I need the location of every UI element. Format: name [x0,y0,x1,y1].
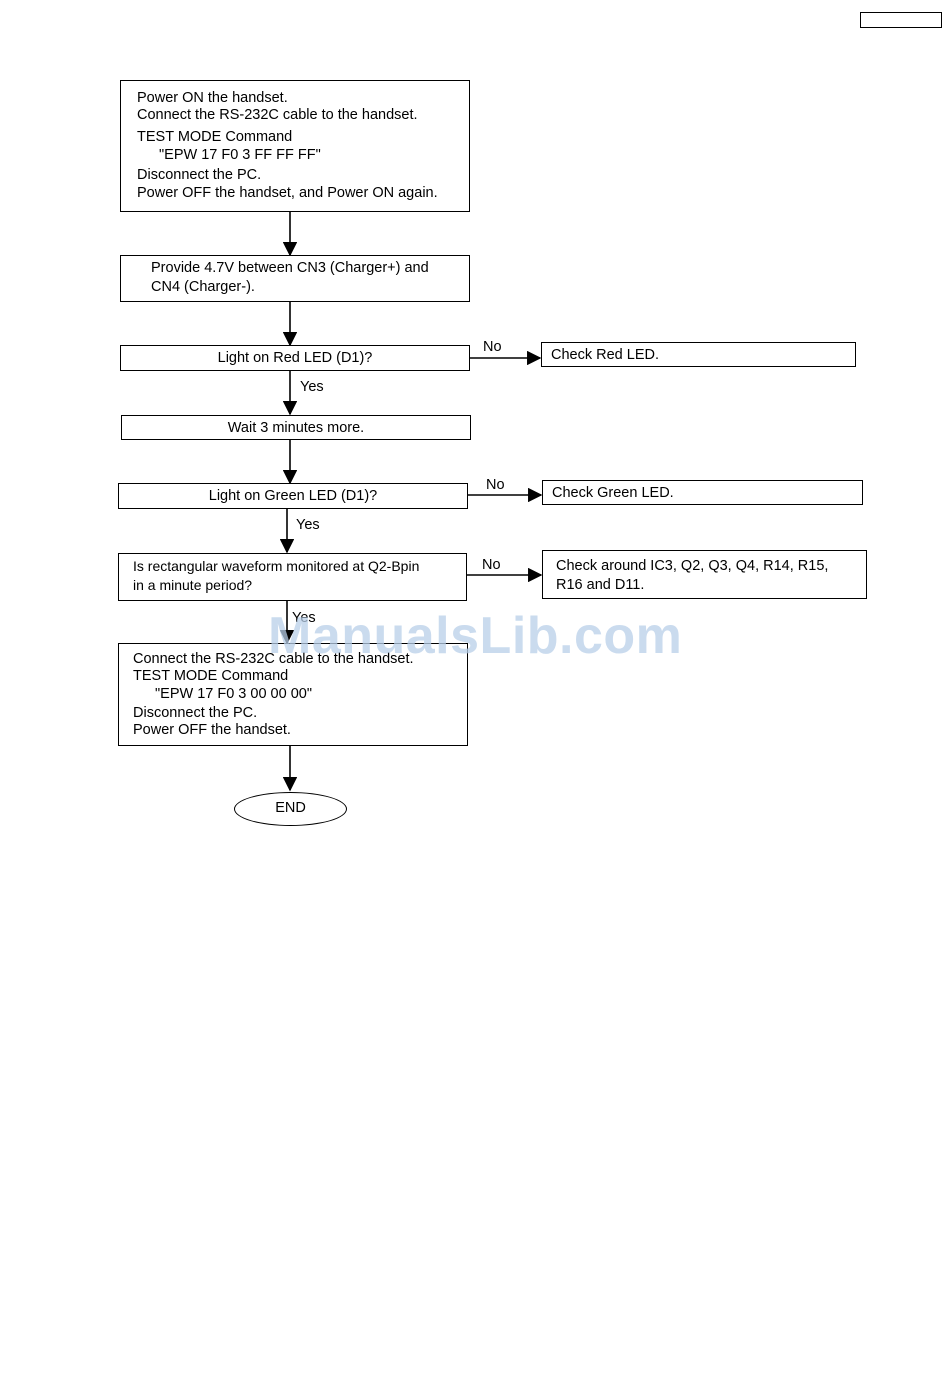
check-around-line-1: Check around IC3, Q2, Q3, Q4, R14, R15, [556,558,829,574]
step1-line-5: Disconnect the PC. [137,167,262,183]
decision-red-led-box: Light on Red LED (D1)? [120,345,470,371]
decision2-yes-label: Yes [296,517,320,533]
step1-line-1: Power ON the handset. [137,90,288,106]
check-around-box: Check around IC3, Q2, Q3, Q4, R14, R15, … [542,550,867,599]
check-red-text: Check Red LED. [551,347,659,363]
decision-green-led-box: Light on Green LED (D1)? [118,483,468,509]
decision3-line-1: Is rectangular waveform monitored at Q2-… [133,558,420,574]
check-red-led-box: Check Red LED. [541,342,856,367]
check-green-led-box: Check Green LED. [542,480,863,505]
step2-line-1: Provide 4.7V between CN3 (Charger+) and [151,260,429,276]
step4-line-4: Disconnect the PC. [133,705,258,721]
decision3-no-label: No [482,557,501,573]
step1-line-6: Power OFF the handset, and Power ON agai… [137,185,438,201]
end-terminal: END [234,792,347,826]
decision2-text: Light on Green LED (D1)? [208,488,378,504]
step4-line-2: TEST MODE Command [133,668,289,684]
decision3-line-2: in a minute period? [133,577,253,593]
step-provide-voltage-box: Provide 4.7V between CN3 (Charger+) and … [120,255,470,302]
step4-line-5: Power OFF the handset. [133,722,291,738]
watermark-text: ManualsLib.com [268,607,683,665]
check-around-line-2: R16 and D11. [556,577,645,593]
page-number-box [860,12,942,28]
check-green-text: Check Green LED. [552,485,674,501]
step4-line-3: "EPW 17 F0 3 00 00 00" [155,686,312,702]
step1-line-4: "EPW 17 F0 3 FF FF FF" [159,147,321,163]
decision-waveform-box: Is rectangular waveform monitored at Q2-… [118,553,467,601]
step-power-on-box: Power ON the handset. Connect the RS-232… [120,80,470,212]
decision1-no-label: No [483,339,502,355]
decision3-yes-label: Yes [292,610,316,626]
step2-line-2: CN4 (Charger-). [151,279,255,295]
step3-text: Wait 3 minutes more. [227,420,365,436]
step-disconnect-box: Connect the RS-232C cable to the handset… [118,643,468,746]
decision1-text: Light on Red LED (D1)? [217,350,373,366]
step-wait-box: Wait 3 minutes more. [121,415,471,440]
decision2-no-label: No [486,477,505,493]
step4-line-1: Connect the RS-232C cable to the handset… [133,651,414,667]
step1-line-2: Connect the RS-232C cable to the handset… [137,107,418,123]
decision1-yes-label: Yes [300,379,324,395]
step1-line-3: TEST MODE Command [137,129,293,145]
